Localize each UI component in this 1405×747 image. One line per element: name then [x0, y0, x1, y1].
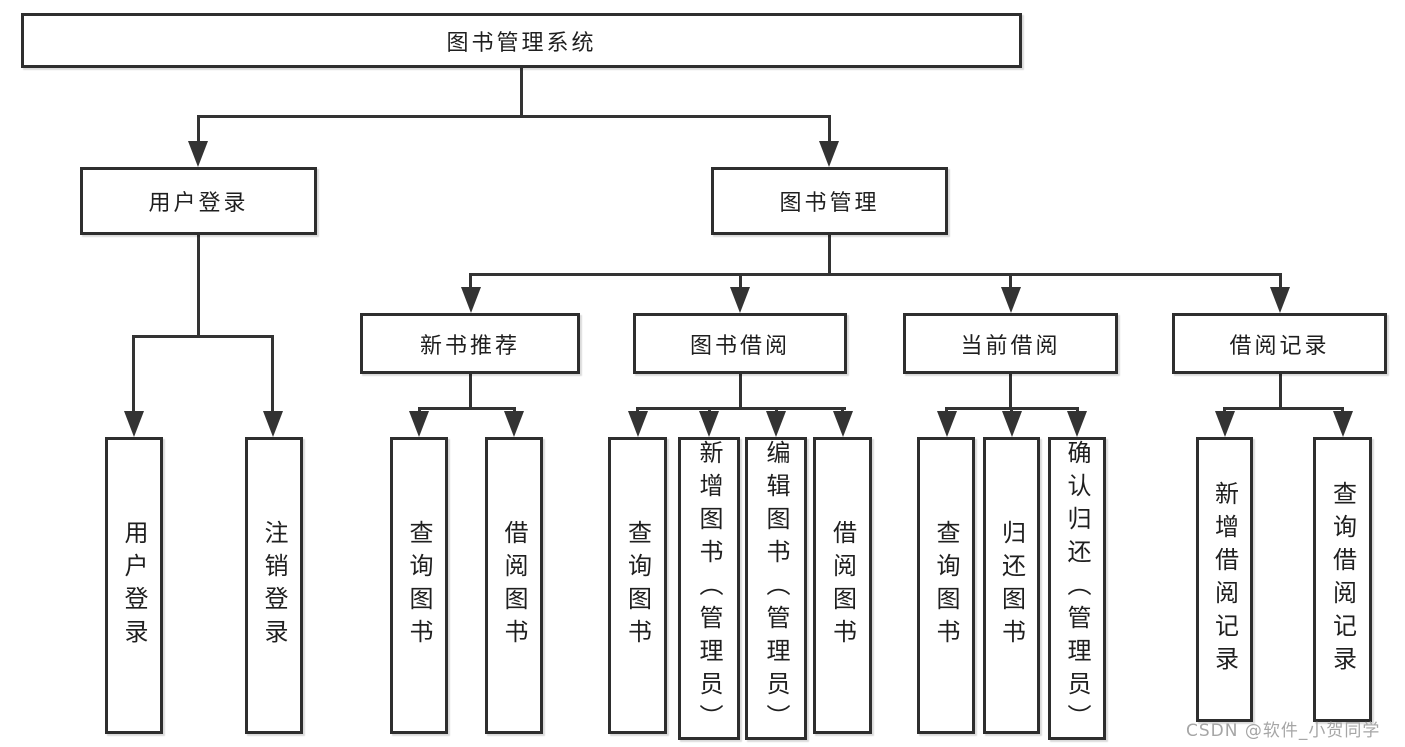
connector	[1009, 273, 1012, 289]
connector	[197, 235, 200, 335]
node-user-login: 用户登录	[80, 167, 317, 235]
connector	[828, 115, 831, 145]
connector	[708, 407, 711, 413]
connector	[636, 407, 639, 413]
connector	[1010, 407, 1013, 413]
connector	[469, 374, 472, 407]
connector	[828, 235, 831, 273]
connector	[513, 407, 516, 413]
connector	[469, 273, 472, 289]
connector	[775, 407, 778, 413]
node-current-borrowing: 当前借阅	[903, 313, 1118, 374]
connector	[271, 335, 274, 413]
arrow-down-icon	[263, 411, 283, 437]
connector	[739, 374, 742, 407]
connector	[739, 273, 742, 289]
leaf-query-books-recommend: 查询图书	[390, 437, 448, 734]
leaf-add-borrow-record: 新增借阅记录	[1196, 437, 1253, 722]
connector	[1341, 407, 1344, 413]
leaf-user-login: 用户登录	[105, 437, 163, 734]
arrow-down-icon	[409, 411, 429, 437]
connector	[418, 407, 421, 413]
connector	[841, 407, 844, 413]
connector	[1223, 407, 1343, 410]
arrow-down-icon	[1001, 287, 1021, 313]
connector	[197, 115, 831, 118]
connector	[520, 68, 523, 115]
node-root: 图书管理系统	[21, 13, 1022, 68]
connector	[1279, 374, 1282, 407]
arrow-down-icon	[819, 141, 839, 167]
arrow-down-icon	[699, 411, 719, 437]
leaf-borrow-books-recommend: 借阅图书	[485, 437, 543, 734]
leaf-query-borrow-record: 查询借阅记录	[1313, 437, 1372, 722]
leaf-query-books-borrow: 查询图书	[608, 437, 667, 734]
connector	[132, 335, 274, 338]
arrow-down-icon	[504, 411, 524, 437]
arrow-down-icon	[1270, 287, 1290, 313]
leaf-edit-book-admin: 编辑图书（管理员）	[745, 437, 807, 740]
leaf-add-book-admin: 新增图书（管理员）	[678, 437, 740, 740]
watermark: CSDN @软件_小贺同学	[1186, 721, 1381, 741]
arrow-down-icon	[1215, 411, 1235, 437]
node-book-borrowing: 图书借阅	[633, 313, 847, 374]
arrow-down-icon	[124, 411, 144, 437]
arrow-down-icon	[1067, 411, 1087, 437]
arrow-down-icon	[833, 411, 853, 437]
connector	[469, 273, 1281, 276]
connector	[1279, 273, 1282, 289]
leaf-logout: 注销登录	[245, 437, 303, 734]
connector	[1076, 407, 1079, 413]
node-borrowing-records: 借阅记录	[1172, 313, 1387, 374]
arrow-down-icon	[1002, 411, 1022, 437]
leaf-confirm-return-admin: 确认归还（管理员）	[1048, 437, 1106, 740]
leaf-borrow-books: 借阅图书	[813, 437, 872, 734]
connector	[132, 335, 135, 413]
arrow-down-icon	[937, 411, 957, 437]
arrow-down-icon	[461, 287, 481, 313]
arrow-down-icon	[628, 411, 648, 437]
arrow-down-icon	[1333, 411, 1353, 437]
arrow-down-icon	[188, 141, 208, 167]
connector	[197, 115, 200, 145]
connector	[945, 407, 948, 413]
node-new-book-recommend: 新书推荐	[360, 313, 580, 374]
node-book-management: 图书管理	[711, 167, 948, 235]
arrow-down-icon	[730, 287, 750, 313]
connector	[1009, 374, 1012, 407]
leaf-return-book: 归还图书	[983, 437, 1040, 734]
connector	[418, 407, 516, 410]
arrow-down-icon	[766, 411, 786, 437]
connector	[636, 407, 846, 410]
leaf-query-books-current: 查询图书	[917, 437, 975, 734]
connector	[1223, 407, 1226, 413]
